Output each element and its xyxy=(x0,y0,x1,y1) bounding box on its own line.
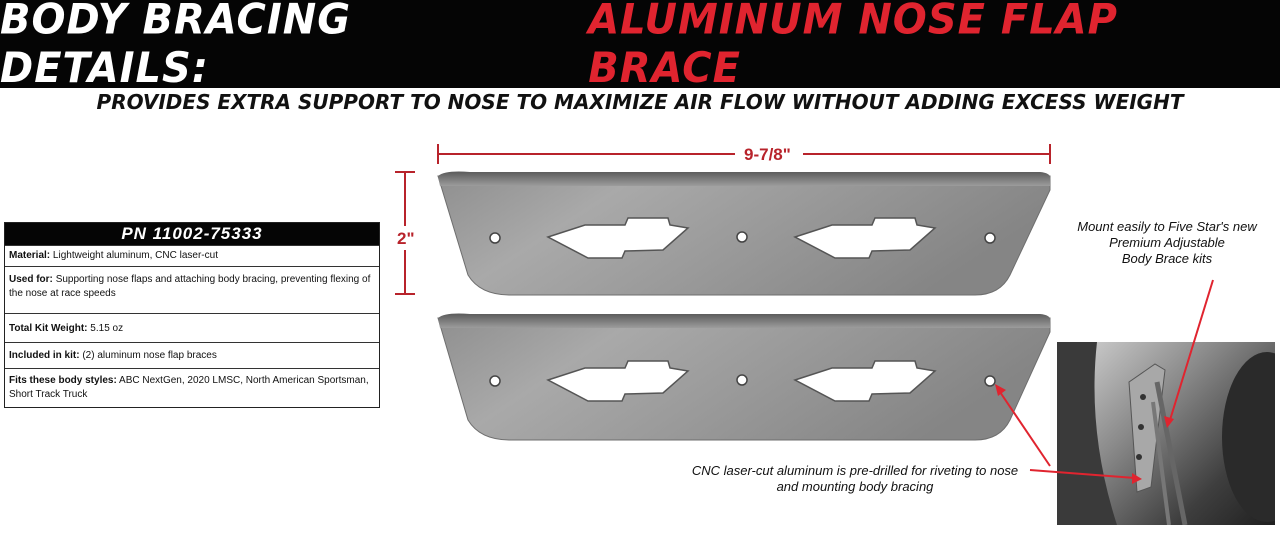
spec-label: Fits these body styles: xyxy=(9,375,117,386)
callout-line: Mount easily to Five Star's new xyxy=(1077,219,1257,234)
spec-row-material: Material: Lightweight aluminum, CNC lase… xyxy=(5,245,379,266)
spec-value: 5.15 oz xyxy=(90,323,124,334)
brace-bottom xyxy=(437,313,1051,441)
spec-value: Lightweight aluminum, CNC laser-cut xyxy=(52,250,218,261)
rivet-hole xyxy=(736,374,748,386)
width-dimension-line xyxy=(437,144,1051,164)
spec-label: Material: xyxy=(9,250,51,261)
spec-table: PN 11002-75333 Material: Lightweight alu… xyxy=(4,222,380,408)
callout-line: and mounting body bracing xyxy=(776,479,934,494)
bowtie-cutout xyxy=(546,360,690,402)
tire-shape xyxy=(1222,352,1275,522)
spec-row-fits: Fits these body styles: ABC NextGen, 202… xyxy=(5,368,379,407)
header-banner: BODY BRACING DETAILS: ALUMINUM NOSE FLAP… xyxy=(0,0,1280,92)
spec-row-included: Included in kit: (2) aluminum nose flap … xyxy=(5,342,379,368)
rivet-hole xyxy=(489,232,501,244)
brace-top xyxy=(437,171,1051,296)
spec-value: (2) aluminum nose flap braces xyxy=(82,350,217,361)
rivet-hole xyxy=(984,232,996,244)
width-dimension-label: 9-7/8" xyxy=(744,145,791,164)
spec-label: Included in kit: xyxy=(9,350,80,361)
subtitle: PROVIDES EXTRA SUPPORT TO NOSE TO MAXIMI… xyxy=(96,90,1184,114)
arrow-to-brace-kit xyxy=(1164,279,1214,428)
brace-rod xyxy=(1154,381,1188,525)
bowtie-cutout xyxy=(793,217,937,259)
bowtie-cutout xyxy=(793,360,937,402)
spec-row-used-for: Used for: Supporting nose flaps and atta… xyxy=(5,266,379,313)
callout-line: Body Brace kits xyxy=(1121,251,1213,266)
rivet-hole xyxy=(984,375,996,387)
height-dimension-line xyxy=(395,171,415,295)
arrow-to-rivet-hole xyxy=(995,384,1051,467)
callout-line: CNC laser-cut aluminum is pre-drilled fo… xyxy=(691,463,1019,478)
rivet-hole xyxy=(736,231,748,243)
bowtie-cutout xyxy=(546,217,690,259)
arrow-to-photo xyxy=(1029,469,1142,484)
banner-title-highlight: ALUMINUM NOSE FLAP BRACE xyxy=(588,0,1118,93)
height-dimension-label: 2" xyxy=(397,229,415,248)
spec-value: Supporting nose flaps and attaching body… xyxy=(9,274,371,299)
spec-value: ABC NextGen, 2020 LMSC, North American S… xyxy=(9,375,369,400)
spec-row-weight: Total Kit Weight: 5.15 oz xyxy=(5,313,379,342)
part-number: PN 11002-75333 xyxy=(5,223,379,245)
mount-callout: Mount easily to Five Star's new Premium … xyxy=(1062,219,1272,267)
brace-rod xyxy=(1151,401,1171,525)
rivet-hole xyxy=(489,375,501,387)
install-photo xyxy=(1057,342,1275,525)
banner-title: BODY BRACING DETAILS: xyxy=(0,0,352,93)
callout-line: Premium Adjustable xyxy=(1109,235,1225,250)
spec-label: Total Kit Weight: xyxy=(9,323,88,334)
spec-label: Used for: xyxy=(9,274,53,285)
cnc-callout: CNC laser-cut aluminum is pre-drilled fo… xyxy=(655,463,1055,495)
